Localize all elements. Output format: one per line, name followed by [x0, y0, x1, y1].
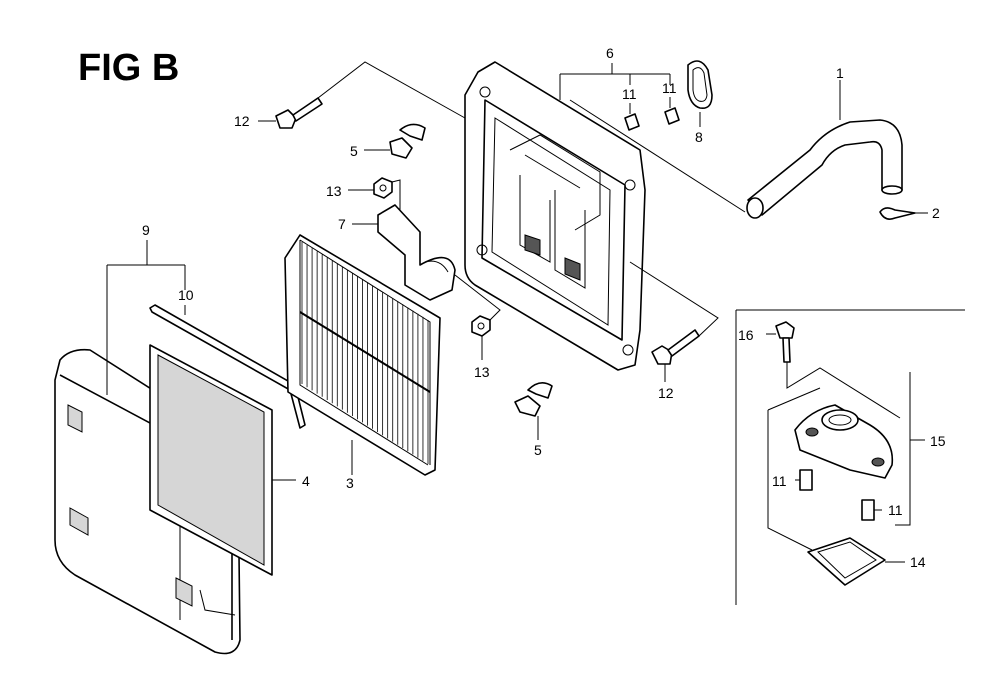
bolt-upper — [275, 97, 323, 129]
clip-upper — [389, 123, 426, 159]
air-cleaner-case — [464, 61, 646, 371]
callout-16: 16 — [738, 327, 754, 343]
elbow-gasket — [807, 537, 886, 586]
callout-10: 10 — [178, 287, 194, 303]
callout-9: 9 — [142, 222, 150, 238]
callout-13-upper: 13 — [326, 183, 342, 199]
callout-5-upper: 5 — [350, 143, 358, 159]
pleat-divider — [299, 311, 431, 393]
filter-element — [284, 234, 441, 476]
filter-pleats — [299, 242, 431, 464]
callout-2: 2 — [932, 205, 940, 221]
bolt-lower — [651, 329, 700, 365]
callout-8: 8 — [695, 129, 703, 145]
pre-filter-panel — [149, 344, 273, 576]
callout-11-upper-left: 11 — [622, 86, 637, 102]
dowel-pins-upper — [624, 107, 680, 131]
inset-pin-right — [861, 499, 875, 521]
callout-5-lower: 5 — [534, 442, 542, 458]
callout-12-lower: 12 — [658, 385, 674, 401]
elbow-assembly — [794, 404, 894, 479]
figure-title: FIG B — [78, 47, 179, 89]
guide-plate — [377, 204, 456, 301]
nut-upper — [373, 177, 393, 199]
callout-3: 3 — [346, 475, 354, 491]
callout-7: 7 — [338, 216, 346, 232]
callout-15: 15 — [930, 433, 946, 449]
inset-pin-left — [799, 469, 813, 491]
nut-lower — [471, 315, 491, 337]
callout-14: 14 — [910, 554, 926, 570]
o-ring — [687, 60, 713, 110]
callout-11-upper-right: 11 — [662, 80, 677, 96]
callout-13-lower: 13 — [474, 364, 490, 380]
leader-lines — [106, 61, 928, 563]
callout-1: 1 — [836, 65, 844, 81]
callout-11-inset-right: 11 — [888, 502, 903, 518]
callout-12-upper: 12 — [234, 113, 250, 129]
clip-lower — [514, 382, 553, 417]
callout-6: 6 — [606, 45, 614, 61]
callout-4: 4 — [302, 473, 310, 489]
callout-labels: 1 2 3 4 5 5 6 7 8 9 10 11 11 11 11 12 12… — [142, 45, 946, 570]
tube-clip — [879, 207, 916, 220]
inset-bolt — [775, 321, 795, 363]
breather-tube — [746, 119, 903, 219]
inset-panel — [735, 309, 965, 605]
seal-strip — [149, 304, 306, 429]
callout-11-inset-left: 11 — [772, 473, 787, 489]
